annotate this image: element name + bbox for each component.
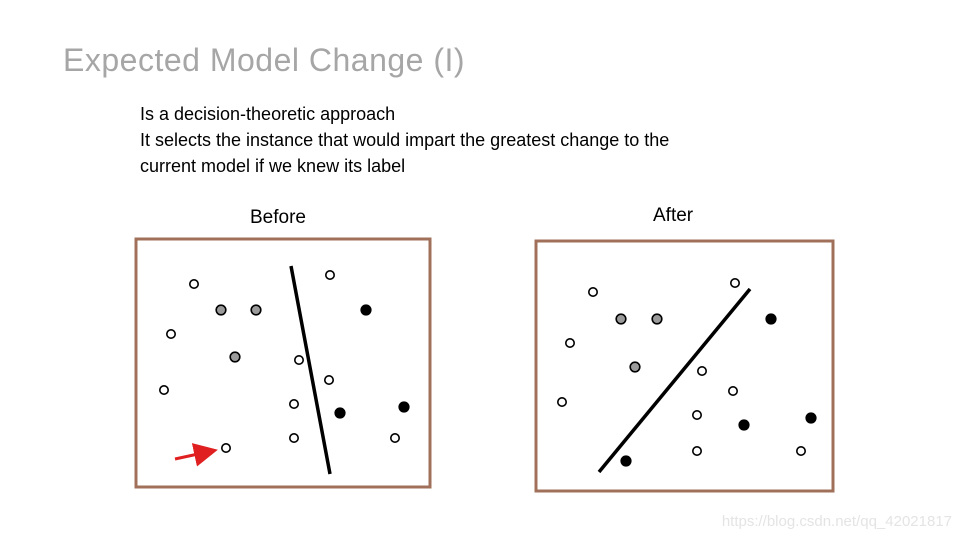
unlabeled-point [159, 384, 170, 395]
gray-labeled-point [651, 313, 663, 325]
unlabeled-point [288, 432, 299, 443]
newly-labeled-point [620, 455, 632, 467]
unlabeled-point [288, 398, 299, 409]
black-labeled-point [805, 412, 817, 424]
unlabeled-point [587, 286, 598, 297]
unlabeled-point [324, 269, 335, 280]
query-candidate-point [221, 442, 232, 453]
before-points [159, 269, 410, 453]
unlabeled-point [564, 337, 575, 348]
before-decision-boundary [289, 265, 332, 475]
after-label: After [653, 205, 694, 226]
gray-labeled-point [250, 304, 262, 316]
after-panel [534, 239, 835, 493]
unlabeled-point [696, 365, 707, 376]
black-labeled-point [738, 419, 750, 431]
bullet-line-2: It selects the instance that would impar… [140, 130, 670, 150]
black-labeled-point [398, 401, 410, 413]
gray-labeled-point [215, 304, 227, 316]
black-labeled-point [334, 407, 346, 419]
gray-labeled-point [615, 313, 627, 325]
watermark-url: https://blog.csdn.net/qq_42021817 [721, 513, 952, 530]
unlabeled-point [293, 354, 304, 365]
unlabeled-point [729, 277, 740, 288]
unlabeled-point [691, 445, 702, 456]
red-arrow-icon [174, 443, 218, 467]
bullet-line-3: current model if we knew its label [140, 156, 406, 176]
bullet-list: Is a decision-theoretic approach It sele… [140, 101, 669, 179]
black-labeled-point [360, 304, 372, 316]
before-label: Before [250, 207, 306, 228]
unlabeled-point [323, 374, 334, 385]
before-frame [134, 237, 432, 489]
bullet-line-1: Is a decision-theoretic approach [140, 104, 396, 124]
unlabeled-point [795, 445, 806, 456]
unlabeled-point [556, 396, 567, 407]
gray-labeled-point [629, 361, 641, 373]
after-points [556, 277, 817, 467]
after-frame [534, 239, 835, 493]
unlabeled-point [389, 432, 400, 443]
unlabeled-point [691, 409, 702, 420]
unlabeled-point [727, 385, 738, 396]
unlabeled-point [166, 328, 177, 339]
after-decision-boundary [597, 287, 752, 474]
before-panel [134, 237, 432, 489]
slide-title: Expected Model Change (I) [63, 42, 466, 78]
unlabeled-point [189, 278, 200, 289]
black-labeled-point [765, 313, 777, 325]
gray-labeled-point [229, 351, 241, 363]
